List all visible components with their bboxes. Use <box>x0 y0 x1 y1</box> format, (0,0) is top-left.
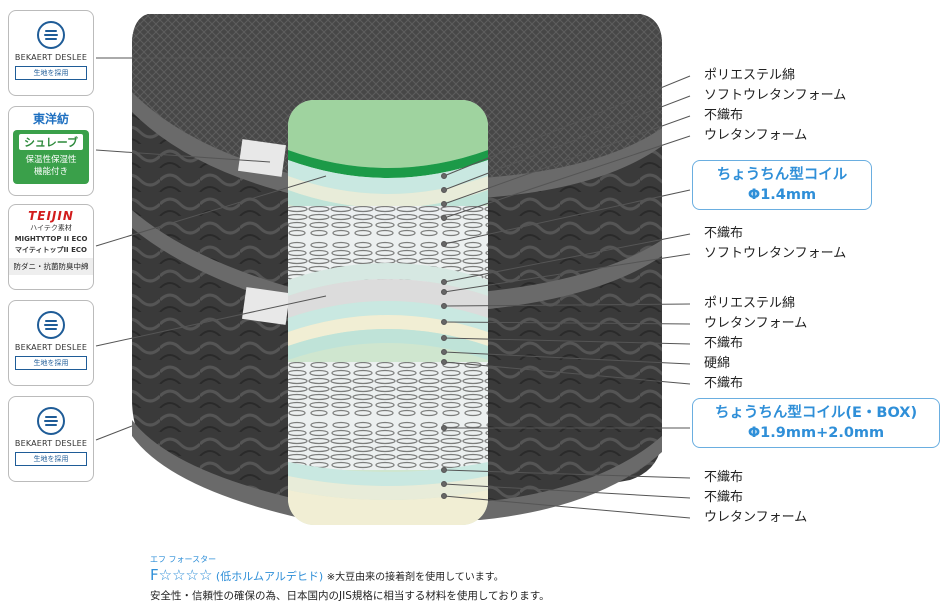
toyobo-product: シュレーブ <box>19 134 83 150</box>
coil-lower-spec: Φ1.9mm+2.0mm <box>747 425 885 441</box>
layer-label: 不織布 <box>704 336 744 351</box>
bekaert-badge-top: BEKAERT DESLEE 生地を採用 <box>8 10 94 96</box>
layer-label: 不織布 <box>704 490 744 505</box>
rating-note: (低ホルムアルデヒド) <box>215 570 324 583</box>
bekaert-logo-icon <box>37 311 65 339</box>
coil-upper-callout: ちょうちん型コイル Φ1.4mm <box>692 160 872 210</box>
layer-label: ソフトウレタンフォーム <box>704 246 847 261</box>
footer-ruby: エフ フォースター <box>150 555 217 564</box>
layer-label: 不織布 <box>704 470 744 485</box>
bekaert-tag: 生地を採用 <box>15 66 87 80</box>
layer-label: 不織布 <box>704 226 744 241</box>
bekaert-badge-mid: BEKAERT DESLEE 生地を採用 <box>8 300 94 386</box>
coil-lower-callout: ちょうちん型コイル(E・BOX) Φ1.9mm+2.0mm <box>692 398 940 448</box>
teijin-logo: TEIJIN <box>28 209 74 223</box>
toyobo-panel: シュレーブ 保温性保湿性 機能付き <box>13 130 89 184</box>
bekaert-name: BEKAERT DESLEE <box>14 439 88 448</box>
bekaert-logo-icon <box>37 21 65 49</box>
bekaert-badge-bottom: BEKAERT DESLEE 生地を採用 <box>8 396 94 482</box>
teijin-foot: 防ダニ・抗菌防臭中綿 <box>9 258 93 275</box>
bekaert-logo-icon <box>37 407 65 435</box>
safety-note: 安全性・信頼性の確保の為、日本国内のJIS規格に相当する材料を使用しております。 <box>150 590 550 602</box>
coil-upper-spec: Φ1.4mm <box>747 187 817 203</box>
adhesive-note: ※大豆由来の接着剤を使用しています。 <box>326 572 504 583</box>
toyobo-badge: 東洋紡 シュレーブ 保温性保湿性 機能付き <box>8 106 94 196</box>
f-star-rating: F☆☆☆☆ <box>150 566 213 584</box>
layer-label: 不織布 <box>704 108 744 123</box>
coil-lower-name: ちょうちん型コイル(E・BOX) <box>714 405 918 421</box>
teijin-badge: TEIJIN ハイテク素材 MIGHTYTOP II ECO マイティトップII… <box>8 204 94 290</box>
teijin-product-ja: マイティトップII ECO <box>15 246 87 254</box>
coil-upper-name: ちょうちん型コイル <box>716 167 848 183</box>
layer-label: 硬綿 <box>704 356 731 371</box>
toyobo-brand: 東洋紡 <box>32 112 69 126</box>
bekaert-tag: 生地を採用 <box>15 356 87 370</box>
layer-label: ウレタンフォーム <box>704 128 808 143</box>
bekaert-tag: 生地を採用 <box>15 452 87 466</box>
toyobo-line2: 機能付き <box>33 167 68 177</box>
toyobo-line1: 保温性保湿性 <box>25 155 77 165</box>
layer-label: ウレタンフォーム <box>704 316 808 331</box>
teijin-sub: ハイテク素材 <box>30 224 72 232</box>
teijin-product-en: MIGHTYTOP II ECO <box>14 235 88 243</box>
layer-label: ウレタンフォーム <box>704 510 808 525</box>
footer-rating-line: F☆☆☆☆ (低ホルムアルデヒド) ※大豆由来の接着剤を使用しています。 <box>150 566 504 584</box>
bekaert-name: BEKAERT DESLEE <box>14 53 88 62</box>
bekaert-name: BEKAERT DESLEE <box>14 343 88 352</box>
layer-label: 不織布 <box>704 376 744 391</box>
layer-label: ポリエステル綿 <box>704 296 796 311</box>
layer-label: ソフトウレタンフォーム <box>704 88 847 103</box>
layer-label: ポリエステル綿 <box>704 68 796 83</box>
